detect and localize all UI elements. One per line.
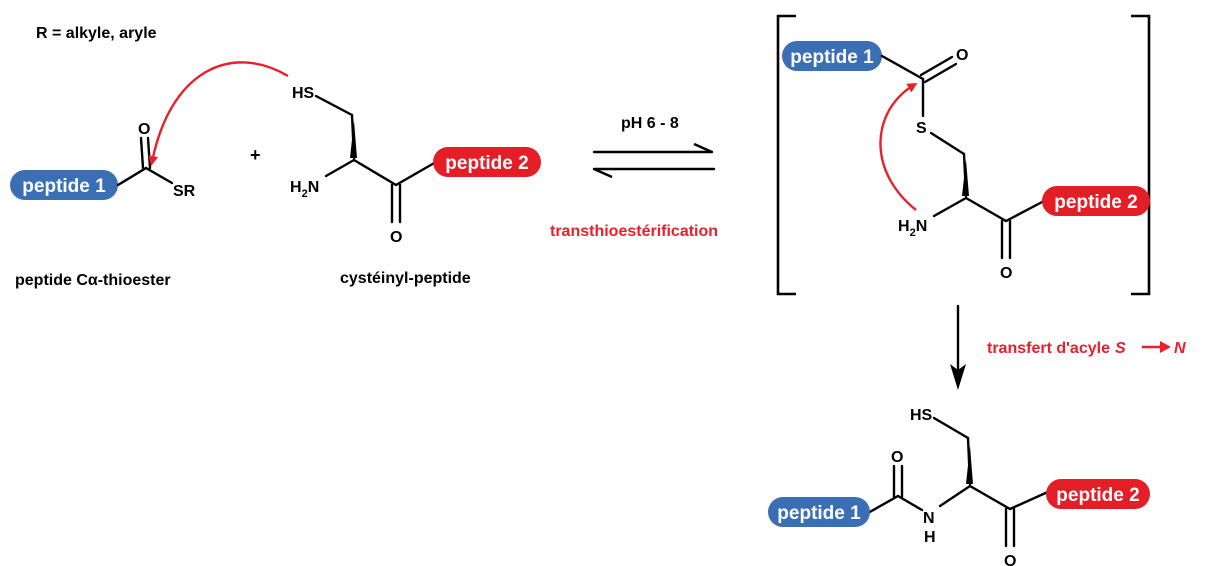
peptide1-label: peptide 1 [22,176,106,197]
conditions-label: pH 6 - 8 [621,115,679,132]
bond [968,484,1012,511]
bond [938,484,972,508]
bond [896,494,924,512]
plus-sign: + [250,145,261,165]
peptide2-pill [1046,479,1150,509]
bond [880,54,925,81]
peptide2-label: peptide 2 [1056,485,1139,506]
r-definition: R = alkyle, aryle [36,25,157,42]
red-mechanism-arrow-2 [879,82,918,211]
atom-O: O [1004,553,1016,566]
atom-N: N [923,510,935,527]
atom-O: O [1000,265,1012,282]
bond [964,196,1008,223]
peptide1-pill [768,497,870,527]
left-bracket [776,14,796,296]
peptide2-label: peptide 2 [445,153,528,174]
atom-H2N: H2N [290,179,319,200]
wedge-bond [966,446,973,484]
atom-HS: HS [910,407,933,424]
bond [324,158,356,178]
equilibrium-arrows [592,142,716,179]
atom-O: O [138,121,150,138]
bond [932,416,970,440]
atom-H2N: H2N [898,218,927,239]
cysteinyl-molecule: HS H2N O peptide 2 [290,85,541,246]
bond [144,166,174,185]
intermediate-molecule: peptide 1 O S H2N O peptide 2 [782,41,1150,282]
transthio-label: transthioestérification [550,223,718,240]
atom-O: O [390,229,402,246]
bond [139,136,145,170]
peptide2-label: peptide 2 [1054,192,1137,213]
bond [929,131,966,156]
product-molecule: HS O peptide 2 N H O peptide 1 [768,407,1150,566]
bond [866,494,900,515]
bond [932,196,968,218]
bond [394,160,438,187]
peptide1-pill [10,170,118,200]
bond [352,158,398,187]
peptide1-pill [782,41,882,71]
acyl-to-label: N [1174,340,1186,357]
bond [116,166,148,187]
atom-SR: SR [173,183,196,200]
bond [314,94,354,117]
right-bracket [1131,14,1151,296]
peptide2-pill [433,147,541,177]
peptide1-label: peptide 1 [790,47,874,68]
cysteinyl-caption: cystéinyl-peptide [340,270,471,287]
atom-H: H [924,529,936,546]
bond [1008,489,1052,511]
wedge-bond [350,121,357,158]
peptide1-label: peptide 1 [777,503,861,524]
bond [919,55,954,77]
atom-O: O [891,449,903,466]
wedge-bond [962,160,969,196]
bond [923,62,958,84]
bond [146,136,152,170]
thioester-molecule: peptide 1 O SR [10,121,196,200]
red-mechanism-arrow-1 [148,61,289,166]
atom-O: O [956,47,968,64]
bond [1004,199,1046,223]
acyl-transfer-arrow [1142,341,1171,353]
atom-HS: HS [292,85,315,102]
atom-S: S [916,120,927,137]
thioester-caption: peptide Cα-thioester [15,272,171,289]
peptide2-pill [1042,186,1150,216]
down-arrow [950,304,966,390]
